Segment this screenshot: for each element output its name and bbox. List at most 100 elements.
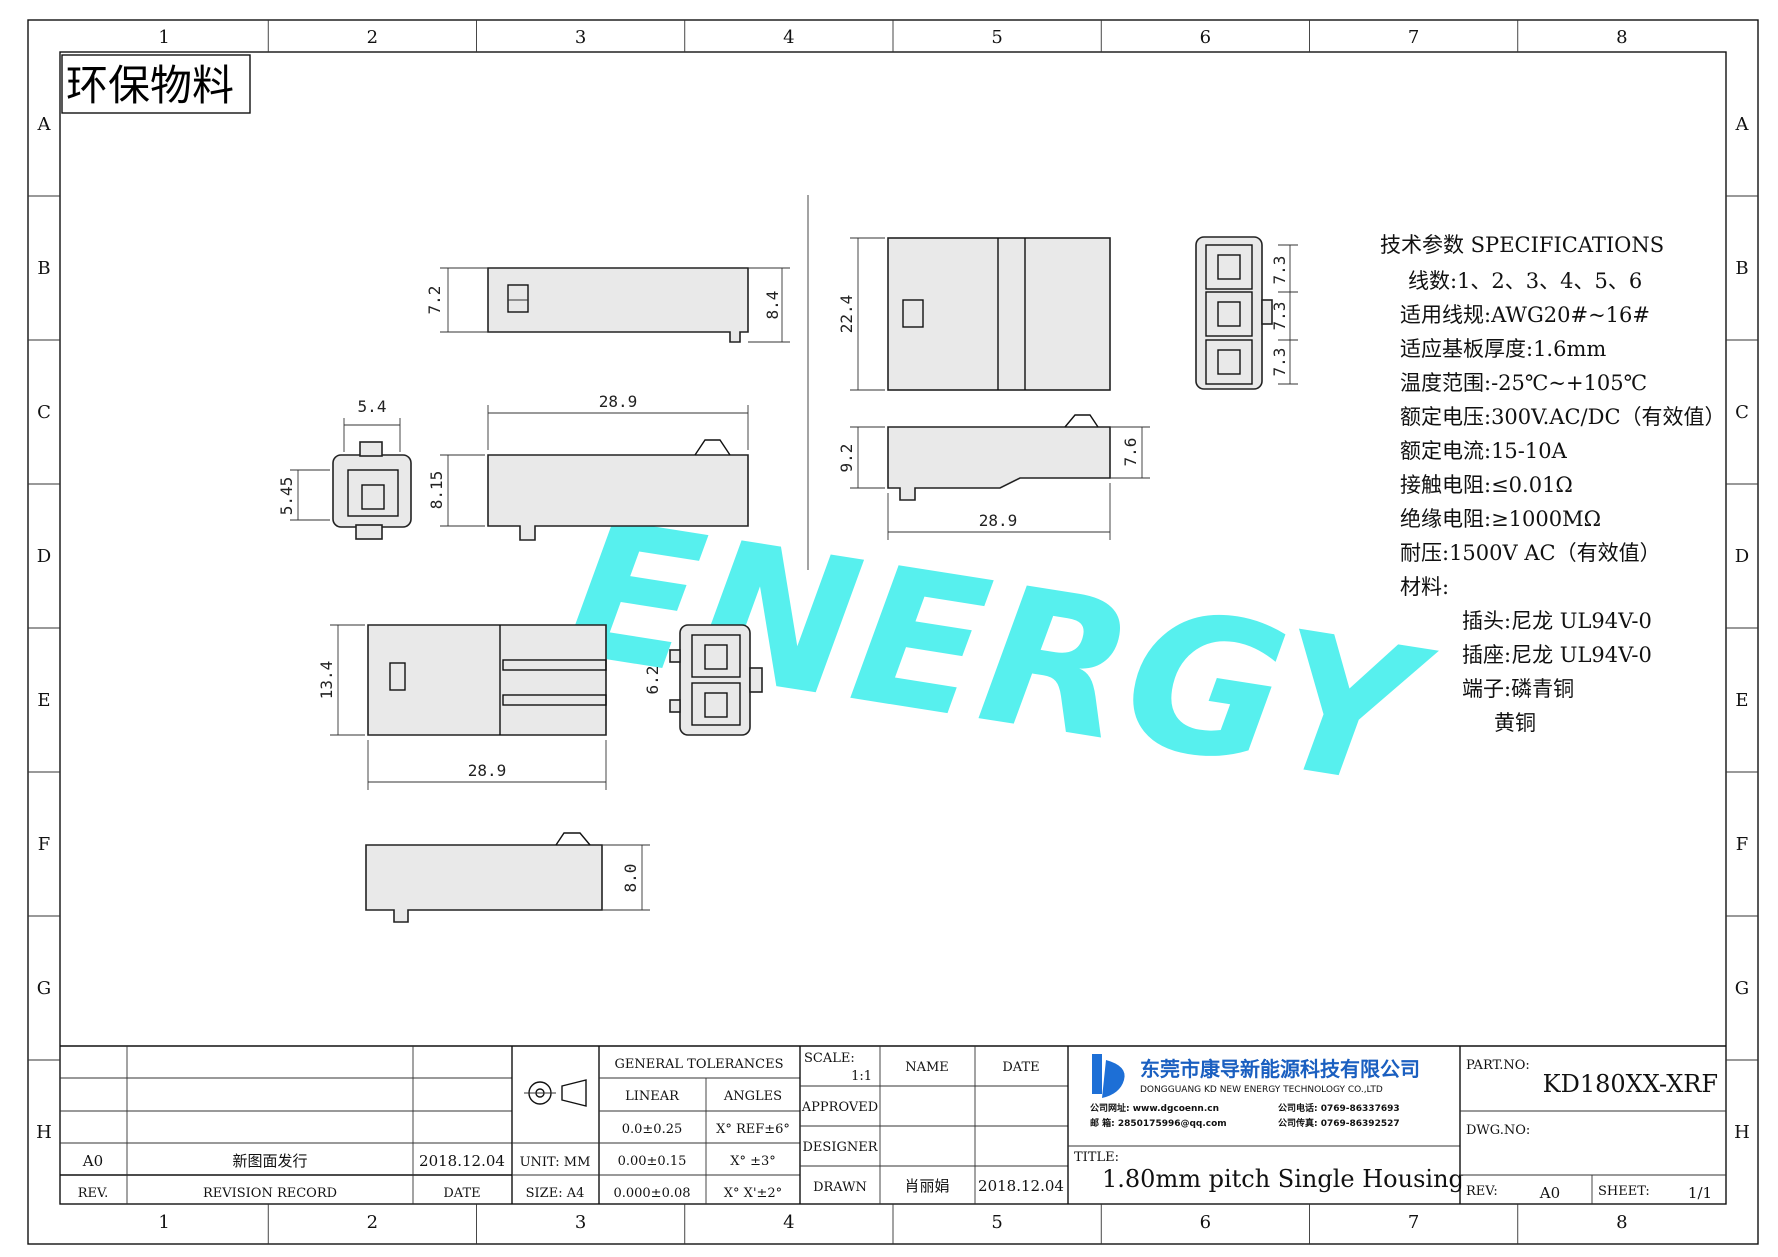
sheet-label: SHEET: — [1598, 1184, 1650, 1199]
zone-col-bottom: 7 — [1408, 1212, 1419, 1233]
spec-line: 线数:1、2、3、4、5、6 — [1408, 269, 1642, 293]
company-phone: 公司电话: 0769-86337693 — [1278, 1102, 1400, 1114]
linear-header: LINEAR — [625, 1089, 680, 1104]
tol-angle: X° ±3° — [730, 1154, 776, 1169]
zone-col-bottom: 3 — [575, 1212, 586, 1233]
dim-mid-h: 13.4 — [317, 661, 336, 700]
zone-row-left: B — [37, 258, 50, 279]
specifications: 技术参数 SPECIFICATIONS 线数:1、2、3、4、5、6 适用线规:… — [1380, 233, 1726, 735]
material-line: 黄铜 — [1494, 711, 1536, 735]
zone-col-bottom: 2 — [367, 1212, 378, 1233]
scale-value: 1:1 — [851, 1069, 872, 1084]
rev-date: 2018.12.04 — [419, 1152, 505, 1170]
zone-col-top: 1 — [158, 27, 169, 48]
zone-row-right: F — [1736, 834, 1749, 855]
zone-col-top: 3 — [575, 27, 586, 48]
tol-linear: 0.00±0.15 — [618, 1154, 687, 1169]
dim-side-h: 8.15 — [427, 471, 446, 510]
zone-row-left: G — [37, 978, 51, 999]
name-header: NAME — [905, 1060, 949, 1075]
company-logo — [1092, 1054, 1125, 1098]
zone-col-top: 4 — [783, 27, 794, 48]
designer-label: DESIGNER — [803, 1140, 879, 1155]
sheet-value: 1/1 — [1688, 1184, 1712, 1202]
title-block: A0 新图面发行 2018.12.04 REV. REVISION RECORD… — [60, 1045, 1726, 1204]
rev-value: A0 — [82, 1152, 103, 1170]
company-name-en: DONGGUANG KD NEW ENERGY TECHNOLOGY CO.,L… — [1140, 1085, 1383, 1095]
rev-record: 新图面发行 — [232, 1152, 307, 1170]
spec-line: 适用线规:AWG20#~16# — [1400, 303, 1650, 327]
eco-stamp: 环保物料 — [66, 61, 234, 110]
tol-linear: 0.0±0.25 — [622, 1122, 683, 1137]
dim-top-h2: 8.4 — [763, 291, 782, 320]
spec-line: 适应基板厚度:1.6mm — [1400, 337, 1606, 361]
part-no-label: PART.NO: — [1466, 1058, 1530, 1073]
date-header: DATE — [443, 1186, 480, 1201]
dim-r-top-h: 22.4 — [837, 295, 856, 334]
dim-mid-w: 28.9 — [468, 761, 507, 780]
dim-front-h: 5.45 — [277, 477, 296, 516]
end-view-right: 7.3 7.3 7.3 — [1195, 236, 1298, 390]
zone-row-left: D — [37, 546, 51, 567]
tol-angle: X° X'±2° — [724, 1186, 782, 1201]
tol-linear: 0.000±0.08 — [613, 1186, 690, 1201]
dim-r-side-h1: 9.2 — [837, 444, 856, 473]
zone-col-bottom: 1 — [158, 1212, 169, 1233]
angles-header: ANGLES — [723, 1089, 782, 1104]
drawn-label: DRAWN — [813, 1180, 867, 1195]
part-no-value: KD180XX-XRF — [1543, 1070, 1718, 1098]
dwg-no-label: DWG.NO: — [1466, 1123, 1530, 1138]
title-label: TITLE: — [1074, 1150, 1119, 1165]
zone-row-right: A — [1735, 114, 1750, 135]
side-view-left: 28.9 8.15 — [427, 392, 749, 541]
side-view-right: 9.2 7.6 28.9 — [837, 414, 1150, 540]
drawn-date: 2018.12.04 — [978, 1177, 1064, 1195]
zone-col-bottom: 6 — [1200, 1212, 1211, 1233]
dim-r-side-h2: 7.6 — [1121, 438, 1140, 467]
company-name-cn: 东莞市康导新能源科技有限公司 — [1140, 1057, 1420, 1081]
zone-row-right: C — [1735, 402, 1749, 423]
zone-row-right: G — [1735, 978, 1749, 999]
dim-r-side-w: 28.9 — [979, 511, 1018, 530]
spec-line: 额定电流:15-10A — [1400, 439, 1568, 463]
company-fax: 公司传真: 0769-86392527 — [1278, 1117, 1400, 1129]
material-line: 端子:磷青铜 — [1462, 677, 1574, 701]
dim-r-pitch2: 7.3 — [1270, 302, 1289, 331]
zone-row-right: E — [1735, 690, 1748, 711]
record-header: REVISION RECORD — [203, 1186, 337, 1201]
scale-label: SCALE: — [804, 1051, 855, 1066]
zone-row-left: H — [36, 1122, 52, 1143]
zone-row-left: E — [37, 690, 50, 711]
drawn-name: 肖丽娟 — [904, 1177, 949, 1195]
dim-front-w: 5.4 — [358, 397, 387, 416]
date-col-header: DATE — [1002, 1060, 1039, 1075]
dim-r-pitch1: 7.3 — [1270, 256, 1289, 285]
size-label: SIZE: A4 — [526, 1186, 585, 1201]
zone-row-right: D — [1735, 546, 1749, 567]
tol-angle: X° REF±6° — [716, 1122, 790, 1137]
zone-col-top: 5 — [991, 27, 1002, 48]
material-line: 插头:尼龙 UL94V-0 — [1462, 609, 1652, 633]
zone-col-top: 6 — [1200, 27, 1211, 48]
zone-row-left: A — [37, 114, 52, 135]
zone-row-right: B — [1735, 258, 1748, 279]
spec-line: 绝缘电阻:≥1000MΩ — [1400, 507, 1601, 531]
zone-row-left: C — [37, 402, 51, 423]
rev-no-label: REV: — [1466, 1184, 1498, 1199]
spec-line: 温度范围:-25℃~+105℃ — [1400, 371, 1647, 395]
rev-no-value: A0 — [1539, 1184, 1560, 1202]
company-email: 邮 箱: 2850175996@qq.com — [1090, 1117, 1227, 1129]
material-line: 插座:尼龙 UL94V-0 — [1462, 643, 1652, 667]
zone-col-top: 8 — [1616, 27, 1627, 48]
spec-line: 接触电阻:≤0.01Ω — [1400, 473, 1573, 497]
front-view-left: 5.4 5.45 — [277, 397, 412, 540]
eco-stamp-box — [61, 54, 251, 114]
dim-mid-pitch: 6.2 — [643, 666, 662, 695]
unit-label: UNIT: MM — [520, 1155, 591, 1170]
drawing-title: 1.80mm pitch Single Housing — [1102, 1165, 1464, 1193]
zone-col-top: 7 — [1408, 27, 1419, 48]
approved-label: APPROVED — [801, 1100, 878, 1115]
company-website: 公司网址: www.dgcoenn.cn — [1090, 1102, 1219, 1114]
